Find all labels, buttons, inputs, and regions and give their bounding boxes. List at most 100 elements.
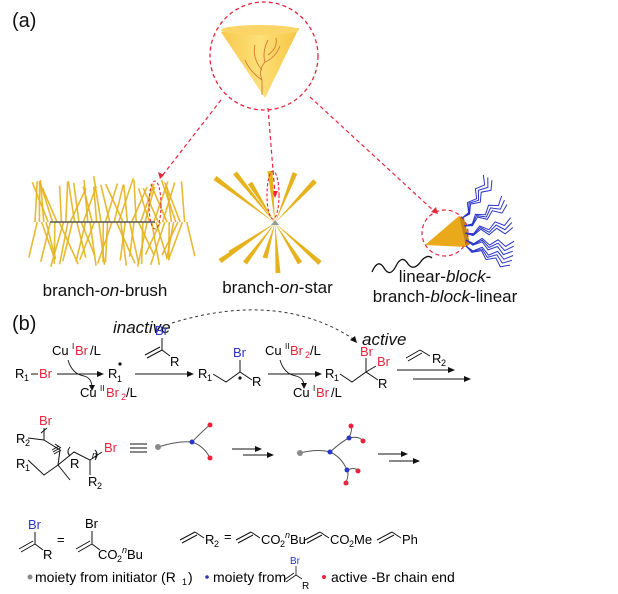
linear-block-branch-icon [371,174,515,274]
legend-paren: ) [188,569,193,585]
star-icon [213,170,322,274]
svg-text:Bu: Bu [127,547,143,562]
caption-branch-on-brush: branch-on-brush [30,281,180,301]
active-end-dot [207,422,213,428]
svg-text:Br: Br [75,343,89,358]
svg-text:R: R [108,366,117,381]
svg-text:R: R [43,547,52,562]
svg-text:II: II [100,384,104,393]
svg-text:Br: Br [39,366,53,381]
svg-text:/L: /L [310,343,321,358]
r2-option-text: Ph [402,532,418,547]
legend-marker-blue [205,575,209,579]
caption-linear-block-branch-block-linear: linear-block- branch-block-linear [360,267,530,307]
legend-monomer: moiety from [213,569,286,585]
bromo-monomer: Br R [144,323,179,369]
repeat-n: n [92,450,97,460]
active-label: active [362,330,407,349]
svg-text:Br: Br [155,323,169,338]
equivalence-sign [130,443,147,453]
caption-text: block [445,267,486,286]
dendron-cone-icon [209,1,319,111]
svg-text:1: 1 [24,373,29,383]
svg-text:1: 1 [334,373,339,383]
legend: moiety from initiator (R 1 ) moiety from… [27,556,455,592]
r2-option-text: Me [354,532,372,547]
svg-text:Br: Br [377,354,391,369]
legend-marker-red [322,575,326,579]
caption-text: branch- [372,287,431,306]
legend-initiator: moiety from initiator (R [35,569,176,585]
svg-text:/L: /L [126,385,137,400]
caption-text: on [100,281,120,300]
svg-text:1: 1 [207,373,212,383]
caption-text: on [279,278,299,297]
active-end-dot [348,423,354,429]
svg-text:=: = [224,529,232,544]
svg-text:2: 2 [117,554,122,564]
caption-text: branch- [42,281,101,300]
polymer-r2-left: R [16,431,25,446]
svg-text:R: R [325,366,334,381]
legend-r: R [302,581,309,592]
caption-text: -brush [119,281,168,300]
svg-text:R: R [15,366,24,381]
active-end-dot [360,438,366,444]
r2-option-sub: 2 [280,539,285,549]
dashed-arrows [161,96,436,213]
legend-br: Br [290,556,301,567]
caption-text: linear- [398,267,446,286]
polymer-structure [27,427,103,481]
caption-text: - [485,267,492,286]
svg-text:n: n [122,545,127,555]
svg-text:Cu: Cu [265,343,282,358]
polymer-r: R [70,456,79,471]
svg-text:II: II [285,342,289,351]
polymer-r1: R [16,456,25,471]
polymer-br-end: Br [104,440,118,455]
svg-text:R: R [252,374,261,389]
r2-option-text: CO [330,532,350,547]
r2-option-text: Bu [290,532,306,547]
svg-text:Br: Br [85,516,99,531]
brush-icon [28,175,196,267]
svg-text:/L: /L [90,343,101,358]
svg-text:1: 1 [117,374,122,384]
svg-text:CO: CO [98,547,118,562]
caption-text: block [430,287,471,306]
svg-text:Br: Br [316,385,330,400]
svg-text:Br: Br [28,517,42,532]
caption-text: -linear [470,287,518,306]
svg-text:R: R [205,532,214,547]
svg-text:2: 2 [441,358,446,368]
inactive-to-active-arrow [171,309,356,341]
polymer-br-top: Br [39,413,53,428]
subscript: 2 [97,481,102,491]
svg-text:/L: /L [331,385,342,400]
svg-text:I: I [72,342,74,351]
svg-text:Br: Br [233,345,247,360]
svg-text:Cu: Cu [52,343,69,358]
monomer-dot [346,435,352,441]
svg-text:Br: Br [360,344,374,359]
caption-text: -star [298,278,333,297]
panel-b-label: (b) [12,313,37,335]
svg-text:Br: Br [106,385,120,400]
caption-text: branch- [222,278,280,297]
subscript: 2 [25,438,30,448]
active-end-dot [355,468,361,474]
svg-text:R: R [378,376,387,391]
svg-text:R: R [432,351,441,366]
subscript: 1 [25,463,30,473]
r2-option-text: CO [261,532,281,547]
